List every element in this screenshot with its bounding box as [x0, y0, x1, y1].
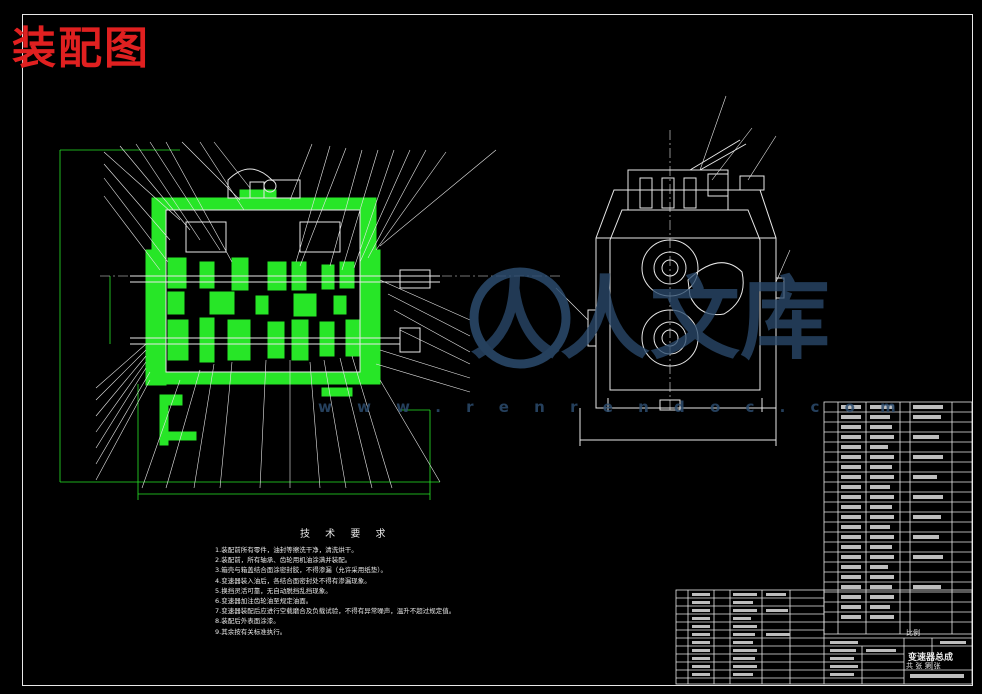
drawing-frame [22, 14, 973, 686]
housing-section [145, 189, 381, 446]
requirement-item: 2.装配前，所有轴承、齿轮用机油涂满并装配。 [215, 556, 352, 565]
title-block-marks [692, 593, 966, 678]
drawing-title: 装配图 [12, 23, 150, 74]
requirement-item: 1.装配前所有零件，油封等擦洗干净，清洗烘干。 [215, 546, 358, 554]
section-view [59, 149, 560, 500]
watermark-logo: 人人文库 [469, 267, 830, 372]
watermark-text: 人人文库 [470, 267, 830, 372]
parts-list [823, 401, 973, 635]
requirement-item: 8.装配后外表面涂漆。 [215, 617, 280, 626]
leader-lines-bottom [95, 343, 393, 489]
requirement-item: 5.换挡灵活可靠，无自动脱挡乱挡现象。 [215, 586, 332, 595]
watermark-url: w w w . r e n r e n d o c . c o m [318, 398, 906, 416]
requirement-item: 6.变速器加注齿轮油至规定油面。 [215, 597, 313, 606]
title-block-sheet-label: 共 张 第 张 [906, 662, 941, 670]
leader-lines-top [103, 141, 497, 271]
requirement-item: 9.其余按有关标准执行。 [215, 627, 287, 636]
parts-list-marks [841, 405, 943, 619]
technical-requirements-list: 1.装配前所有零件，油封等擦洗干净，清洗烘干。 2.装配前，所有轴承、齿轮用机油… [215, 545, 635, 637]
requirement-item: 7.变速器装配后应进行空载磨合及负载试验，不得有异常噪声，温升不超过规定值。 [215, 607, 456, 616]
leader-lines-right [375, 279, 471, 483]
title-block [675, 589, 973, 685]
requirement-item: 3.箱壳与箱盖结合面涂密封胶，不得渗漏（允许采用纸垫）。 [215, 566, 387, 575]
end-view [555, 95, 791, 446]
title-block-scale-label: 比例 [906, 629, 920, 637]
gears-section [167, 257, 361, 363]
technical-requirements-title: 技 术 要 求 [300, 529, 392, 540]
title-block-name: 变速器总成 [908, 653, 954, 663]
requirement-item: 4.变速器装入油后，各结合面密封处不得有渗漏现象。 [215, 576, 371, 585]
